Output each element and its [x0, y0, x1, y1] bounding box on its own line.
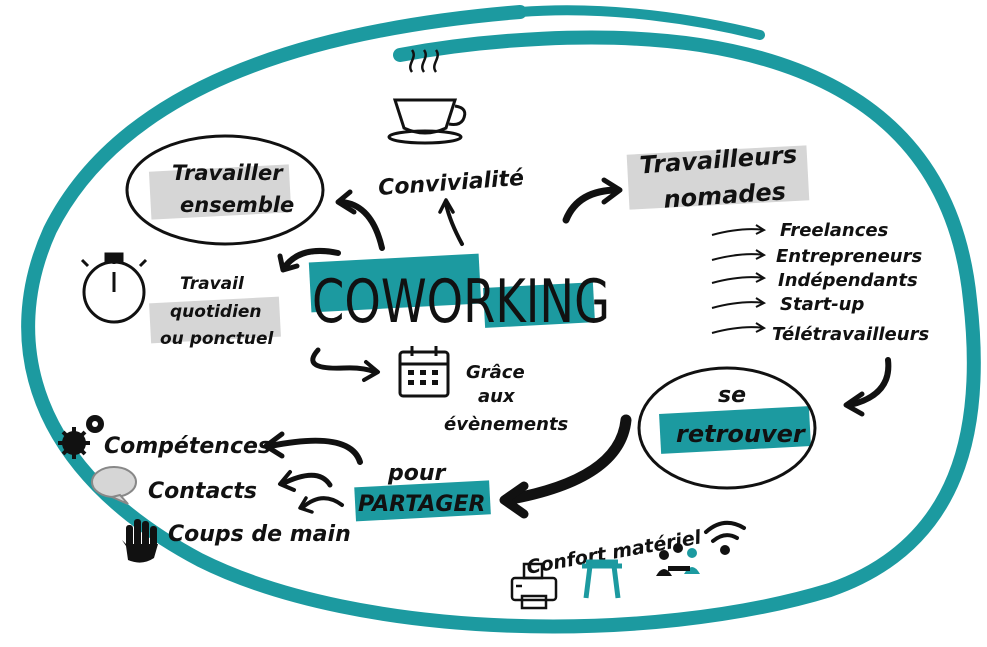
meet-line2: retrouver: [676, 420, 807, 448]
benefit-contacts: Contacts: [148, 479, 257, 504]
daily-work-node: Travail quotidien ou ponctuel: [149, 274, 281, 349]
coffee-cup-icon: [387, 49, 467, 145]
work-together-line2: ensemble: [180, 193, 294, 217]
arrow-to-conviviality: [444, 202, 464, 246]
arrow-to-competences: [267, 437, 363, 465]
coworking-title: COWORKING: [312, 267, 610, 337]
arrow-to-meet: [847, 357, 892, 408]
nomads-node: Travailleurs nomades: [626, 140, 810, 214]
nomad-types-list: Freelances Entrepreneurs Indépendants St…: [711, 220, 929, 345]
meet-node: se retrouver: [637, 366, 817, 490]
calendar-icon: [398, 346, 450, 398]
hand-icon: [122, 519, 158, 563]
daily-work-line2: quotidien: [170, 302, 262, 322]
nomad-type-item: Télétravailleurs: [772, 324, 929, 345]
arrow-to-events: [310, 347, 379, 375]
stopwatch-icon: [80, 252, 148, 324]
daily-work-line3: ou ponctuel: [160, 329, 274, 349]
connector-arrows: [263, 177, 892, 519]
arrow-to-work-together: [339, 199, 385, 251]
share-line1: pour: [387, 461, 447, 486]
work-together-line1: Travailler: [172, 161, 284, 185]
nomad-type-arrows: [711, 224, 767, 334]
arrow-to-daily-work: [281, 247, 341, 271]
printer-icon: [510, 562, 558, 610]
speech-bubble-icon: [91, 466, 137, 505]
coworking-center-node: COWORKING: [308, 253, 610, 337]
events-line3: évènements: [444, 414, 569, 435]
nomad-type-item: Indépendants: [778, 270, 918, 291]
conviviality-label: Convivialité: [377, 166, 525, 201]
benefit-competences: Compétences: [104, 434, 271, 459]
share-node: pour PARTAGER: [354, 461, 491, 522]
arrow-to-share: [500, 414, 632, 506]
gears-icon: [58, 415, 104, 459]
arrow-to-coups-de-main: [300, 496, 344, 510]
events-line1: Grâce: [466, 362, 525, 383]
nomad-type-item: Entrepreneurs: [776, 246, 922, 267]
meeting-icon: [656, 543, 700, 576]
benefit-coups-de-main: Coups de main: [168, 522, 351, 547]
events-line2: aux: [478, 386, 516, 407]
meet-line1: se: [718, 383, 746, 408]
nomad-type-item: Freelances: [780, 220, 889, 241]
desk-icon: [582, 559, 622, 599]
arrow-to-contacts: [279, 472, 333, 488]
work-together-node: Travailler ensemble: [125, 134, 325, 246]
nomad-type-item: Start-up: [780, 294, 864, 315]
outer-ring: [21, 5, 981, 634]
share-line2: PARTAGER: [358, 492, 485, 517]
wifi-icon: [704, 520, 746, 555]
arrow-to-nomads: [562, 186, 622, 224]
daily-work-line1: Travail: [180, 274, 245, 294]
